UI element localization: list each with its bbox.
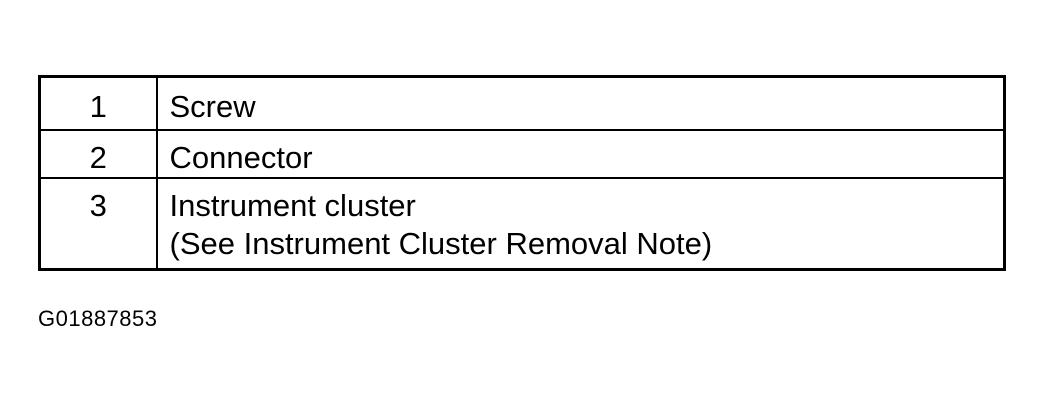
item-number: 2 [38,128,158,179]
item-description: Screw [155,75,1006,131]
item-number: 1 [38,75,158,131]
legend-row: 3 Instrument cluster (See Instrument Clu… [38,176,1006,271]
legend-row: 1 Screw [38,75,1006,131]
item-description-note: (See Instrument Cluster Removal Note) [169,225,713,261]
item-description: Instrument cluster (See Instrument Clust… [155,176,1006,271]
item-description: Connector [155,128,1006,179]
legend-table: 1 Screw 2 Connector 3 Instrument cluster… [38,75,1006,271]
item-description-line: Instrument cluster [169,187,416,223]
item-number: 3 [38,176,158,271]
legend-row: 2 Connector [38,128,1006,179]
item-description-line: Screw [169,89,256,124]
figure-id: G01887853 [38,306,158,331]
item-description-line: Connector [169,139,313,175]
